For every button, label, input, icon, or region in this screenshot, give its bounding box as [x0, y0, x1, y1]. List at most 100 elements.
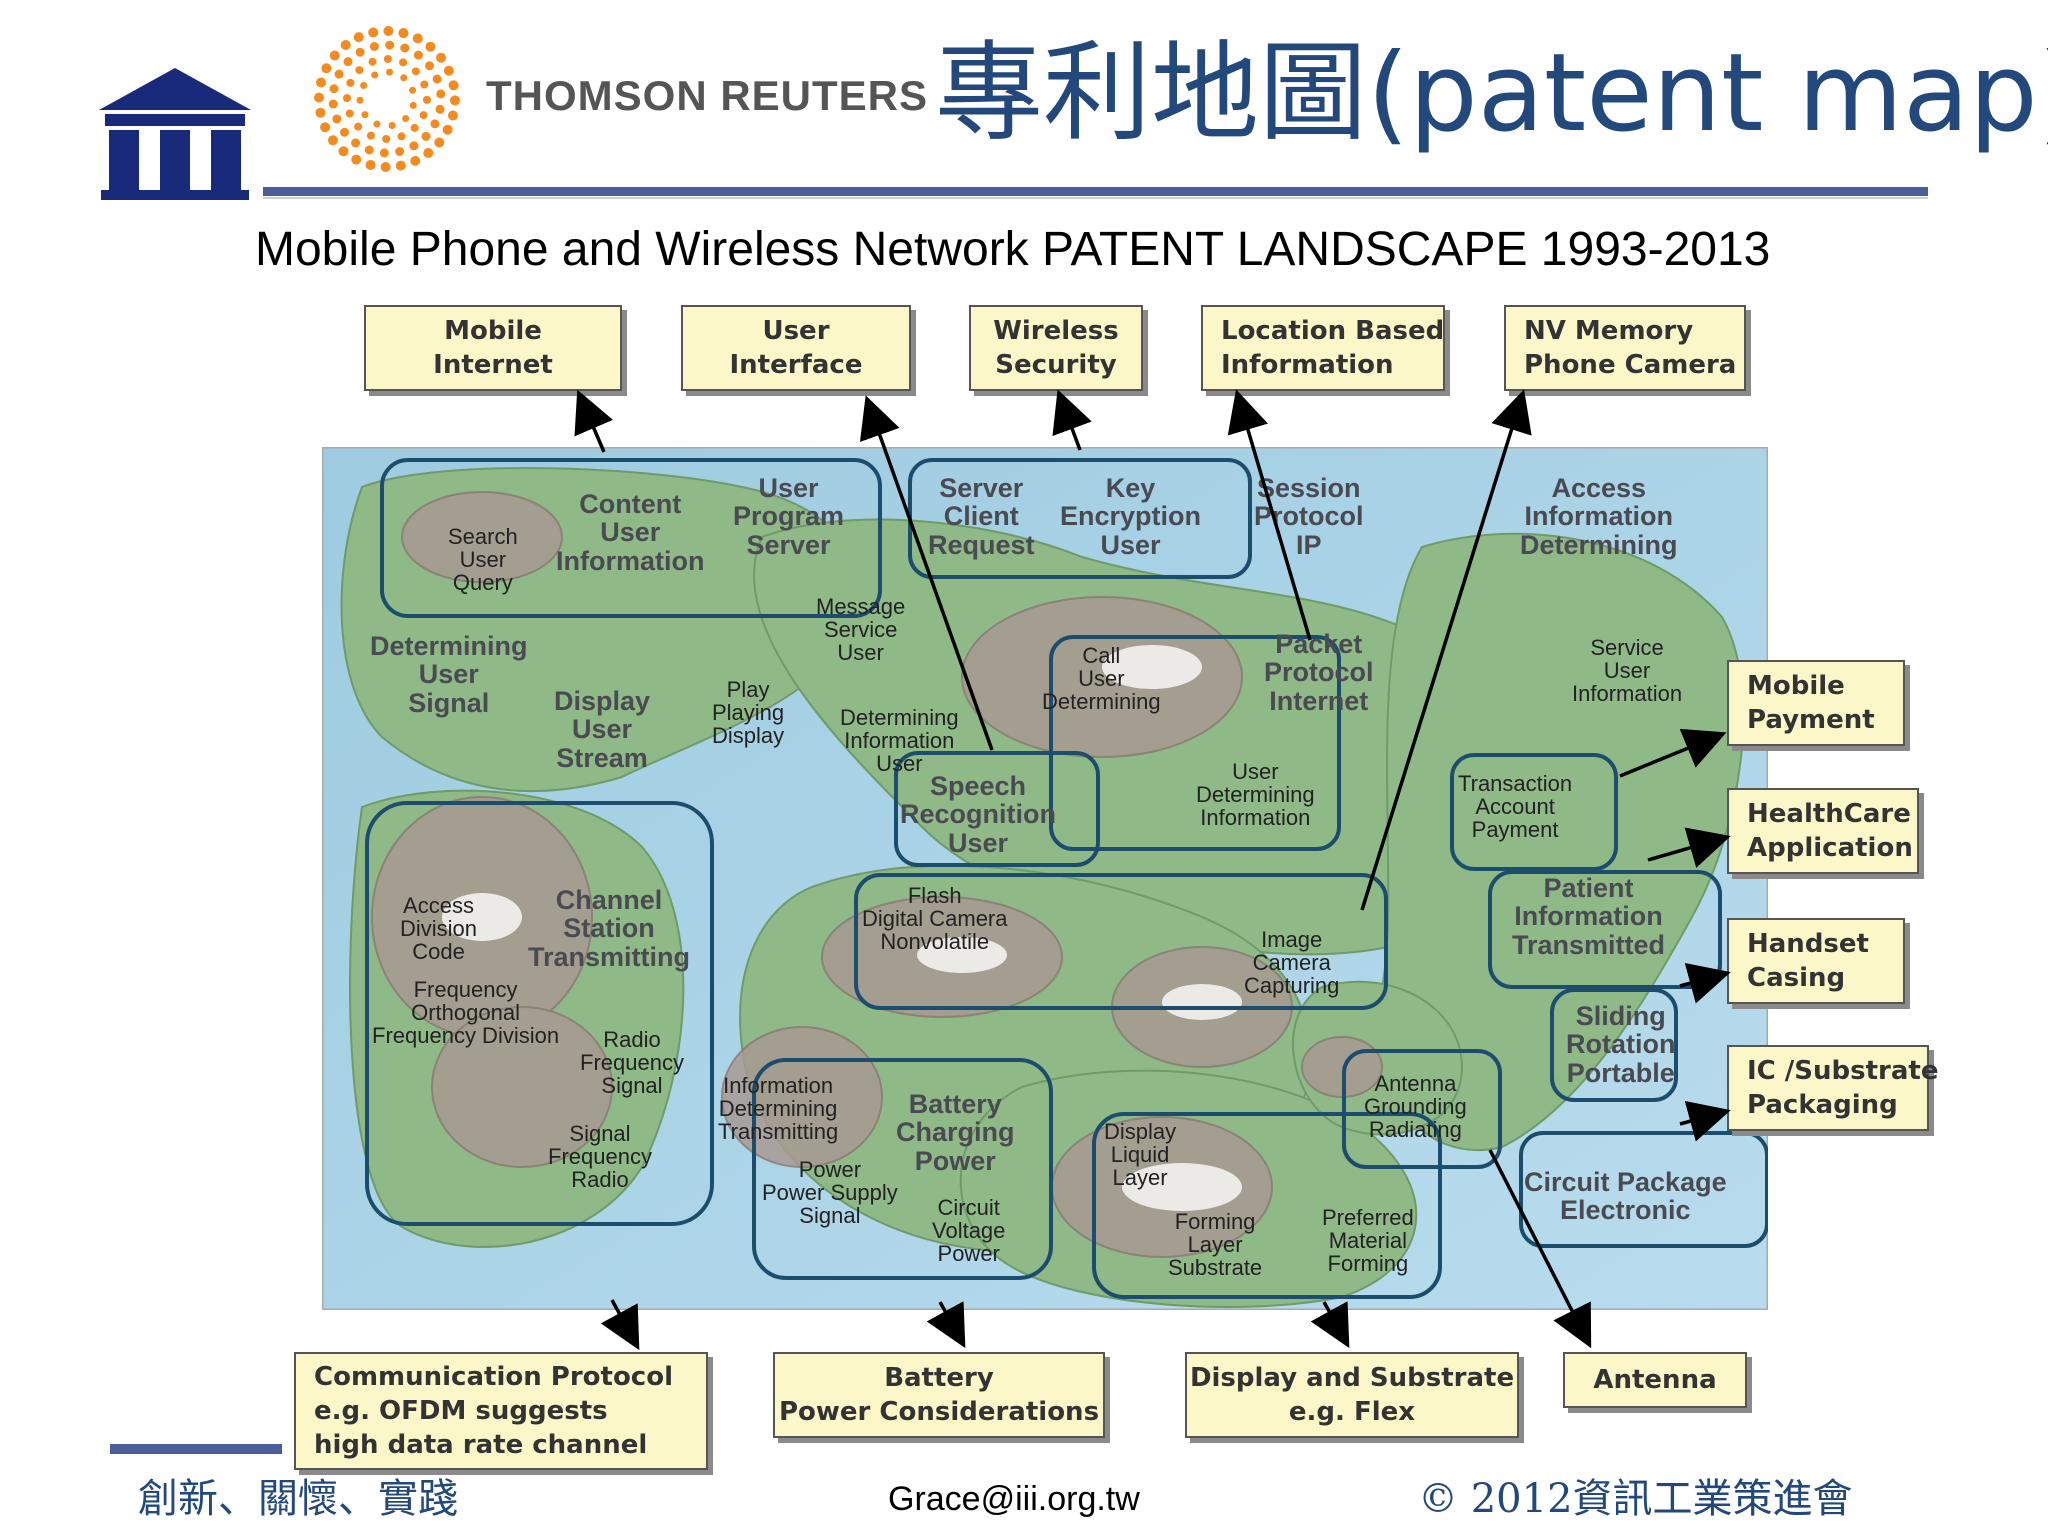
- logo-dot: [450, 95, 460, 105]
- logo-dot: [425, 61, 434, 70]
- logo-dot: [339, 146, 349, 156]
- logo-dot: [410, 156, 420, 166]
- callout-nv-memory: NV MemoryPhone Camera: [1504, 305, 1746, 391]
- map-label: InformationDeterminingTransmitting: [718, 1074, 838, 1143]
- map-label: SessionProtocolIP: [1254, 474, 1364, 559]
- map-label: FlashDigital CameraNonvolatile: [862, 884, 1008, 953]
- logo-dot: [366, 160, 376, 170]
- logo-dot: [385, 41, 394, 50]
- logo-dot: [397, 132, 405, 140]
- logo-dot: [370, 42, 379, 51]
- logo-dot: [398, 28, 408, 38]
- logo-dot: [346, 109, 354, 117]
- logo-dot: [351, 155, 361, 165]
- logo-dot: [343, 94, 351, 102]
- map-label: UserProgramServer: [733, 474, 844, 559]
- logo-dot: [402, 115, 409, 122]
- map-label: TransactionAccountPayment: [1458, 772, 1572, 841]
- logo-dot: [351, 138, 360, 147]
- logo-dot: [386, 69, 393, 76]
- logo-dot: [321, 63, 331, 73]
- logo-dot: [449, 80, 459, 90]
- logo-dot: [335, 70, 344, 79]
- map-label: PatientInformationTransmitted: [1512, 874, 1665, 959]
- contact-email[interactable]: Grace@iii.org.tw: [888, 1480, 1140, 1519]
- logo-dot: [343, 57, 352, 66]
- logo-dot: [381, 162, 391, 172]
- logo-dot: [400, 74, 407, 81]
- map-label: FormingLayerSubstrate: [1168, 1210, 1262, 1279]
- logo-dot: [434, 137, 444, 147]
- map-label: AccessDivisionCode: [400, 894, 477, 963]
- logo-dot: [410, 102, 417, 109]
- logo-dot: [430, 119, 439, 128]
- logo-dot: [360, 82, 367, 89]
- map-label: PowerPower SupplySignal: [762, 1158, 898, 1227]
- logo-dot: [357, 97, 364, 104]
- map-label: CircuitVoltagePower: [932, 1196, 1005, 1265]
- map-label: DisplayUserStream: [554, 687, 650, 772]
- logo-dot: [399, 58, 407, 66]
- logo-dot: [444, 66, 454, 76]
- map-label: RadioFrequencySignal: [580, 1028, 684, 1097]
- logo-dot: [400, 43, 409, 52]
- copyright: © 2012資訊工業策進會: [1418, 1466, 1853, 1524]
- logo-dot: [367, 132, 375, 140]
- logo-dot: [355, 66, 363, 74]
- logo-dot: [332, 114, 341, 123]
- logo-dot: [413, 33, 423, 43]
- map-label: ContentUserInformation: [556, 490, 705, 575]
- logo-dot: [354, 32, 364, 42]
- logo-dot: [316, 78, 326, 88]
- header-divider: [263, 187, 1928, 196]
- logo-dot: [371, 71, 378, 78]
- logo-dot: [354, 123, 362, 131]
- map-label: UserDeterminingInformation: [1196, 760, 1315, 829]
- map-label: SpeechRecognitionUser: [900, 772, 1056, 857]
- map-label: KeyEncryptionUser: [1060, 474, 1201, 559]
- callout-user-interface: UserInterface: [681, 305, 911, 391]
- logo-dot: [423, 148, 433, 158]
- logo-dot: [443, 125, 453, 135]
- logo-dot: [436, 89, 445, 98]
- footer-accent-bar: [110, 1444, 282, 1454]
- logo-dot: [368, 27, 378, 37]
- map-label: PacketProtocolInternet: [1264, 630, 1374, 715]
- logo-dot: [329, 84, 338, 93]
- map-label: AntennaGroundingRadiating: [1364, 1072, 1467, 1141]
- logo-dot: [330, 51, 340, 61]
- callout-antenna: Antenna: [1563, 1352, 1747, 1408]
- logo-dot: [420, 111, 428, 119]
- map-label: AccessInformationDetermining: [1520, 474, 1678, 559]
- logo-dot: [380, 148, 389, 157]
- logo-dot: [425, 42, 435, 52]
- logo-dot: [365, 146, 374, 155]
- logo-dot: [436, 105, 445, 114]
- map-label: SignalFrequencyRadio: [548, 1122, 652, 1191]
- map-label: PreferredMaterialForming: [1322, 1206, 1414, 1275]
- map-label: Circuit PackageElectronic: [1524, 1168, 1727, 1225]
- callout-communication-protocol: Communication Protocole.g. OFDM suggests…: [294, 1352, 708, 1470]
- logo-dot: [448, 110, 458, 120]
- footer-motto: 創新、關懷、實踐: [138, 1466, 458, 1524]
- logo-dot: [373, 121, 380, 128]
- callout-location-based: Location BasedInformation: [1201, 305, 1445, 391]
- logo-dot: [396, 161, 406, 171]
- logo-dot: [411, 124, 419, 132]
- logo-dot: [340, 128, 349, 137]
- logo-dot: [423, 96, 431, 104]
- callout-display-substrate: Display and Substratee.g. Flex: [1185, 1352, 1519, 1438]
- logo-dot: [356, 48, 365, 57]
- map-label: ImageCameraCapturing: [1244, 928, 1339, 997]
- logo-dot: [420, 81, 428, 89]
- logo-dot: [346, 79, 354, 87]
- logo-dot: [314, 93, 324, 103]
- logo-dot: [412, 67, 420, 75]
- logo-dot: [422, 132, 431, 141]
- logo-dot: [341, 40, 351, 50]
- logo-dot: [395, 147, 404, 156]
- map-subtitle: Mobile Phone and Wireless Network PATENT…: [255, 222, 1770, 277]
- logo-dot: [320, 122, 330, 132]
- logo-dot: [382, 135, 390, 143]
- logo-dot: [409, 141, 418, 150]
